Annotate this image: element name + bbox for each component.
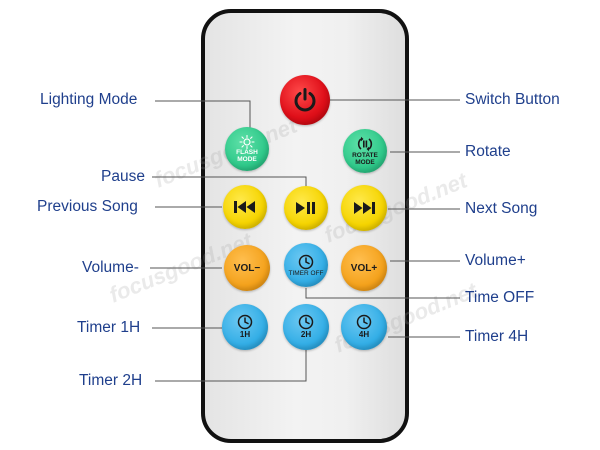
label-timer-2h: Timer 2H	[79, 372, 143, 389]
sun-icon	[239, 135, 255, 149]
clock-icon	[237, 314, 253, 330]
power-icon	[294, 88, 316, 112]
label-next-song: Next Song	[465, 200, 538, 217]
next-song-button[interactable]	[341, 185, 387, 231]
volume-up-label: VOL+	[350, 262, 378, 274]
clock-icon	[298, 254, 314, 269]
previous-track-icon	[234, 201, 255, 213]
previous-song-button[interactable]	[223, 185, 267, 229]
power-button[interactable]	[280, 75, 330, 125]
play-pause-icon	[296, 202, 315, 214]
volume-down-button[interactable]: VOL−	[224, 245, 270, 291]
label-timer-1h: Timer 1H	[77, 319, 141, 336]
label-lighting-mode: Lighting Mode	[40, 91, 138, 108]
play-pause-button[interactable]	[284, 186, 328, 230]
label-pause: Pause	[101, 168, 145, 185]
label-previous-song: Previous Song	[37, 198, 138, 215]
rotate-mode-label-line1: ROTATE	[352, 152, 378, 159]
timer-4h-label: 4H	[358, 330, 370, 339]
flash-mode-label-line2: MODE	[237, 156, 257, 163]
clock-icon	[298, 314, 314, 330]
leader-line-timer-2h	[155, 349, 307, 382]
timer-off-button[interactable]: TIMER OFF	[284, 243, 328, 287]
volume-up-button[interactable]: VOL+	[341, 245, 387, 291]
next-track-icon	[354, 202, 375, 214]
timer-1h-label: 1H	[239, 330, 251, 339]
flash-mode-button[interactable]: FLASH MODE	[225, 127, 269, 171]
timer-1h-button[interactable]: 1H	[222, 304, 268, 350]
volume-down-label: VOL−	[233, 262, 261, 274]
timer-2h-button[interactable]: 2H	[283, 304, 329, 350]
leader-line-lighting-mode	[155, 100, 251, 128]
label-switch-button: Switch Button	[465, 91, 560, 108]
label-time-off: Time OFF	[465, 289, 535, 306]
rotate-mode-label-line2: MODE	[355, 159, 375, 166]
rotate-icon	[357, 136, 373, 152]
label-volume-minus: Volume-	[82, 259, 139, 276]
leader-line-pause	[152, 176, 307, 190]
label-volume-plus: Volume+	[465, 252, 526, 269]
clock-icon	[356, 314, 372, 330]
label-rotate: Rotate	[465, 143, 511, 160]
label-timer-4h: Timer 4H	[465, 328, 529, 345]
leader-line-time-off	[305, 288, 460, 299]
timer-off-label: TIMER OFF	[288, 269, 324, 277]
timer-2h-label: 2H	[300, 330, 312, 339]
rotate-mode-button[interactable]: ROTATE MODE	[343, 129, 387, 173]
timer-4h-button[interactable]: 4H	[341, 304, 387, 350]
flash-mode-label-line1: FLASH	[236, 149, 258, 156]
